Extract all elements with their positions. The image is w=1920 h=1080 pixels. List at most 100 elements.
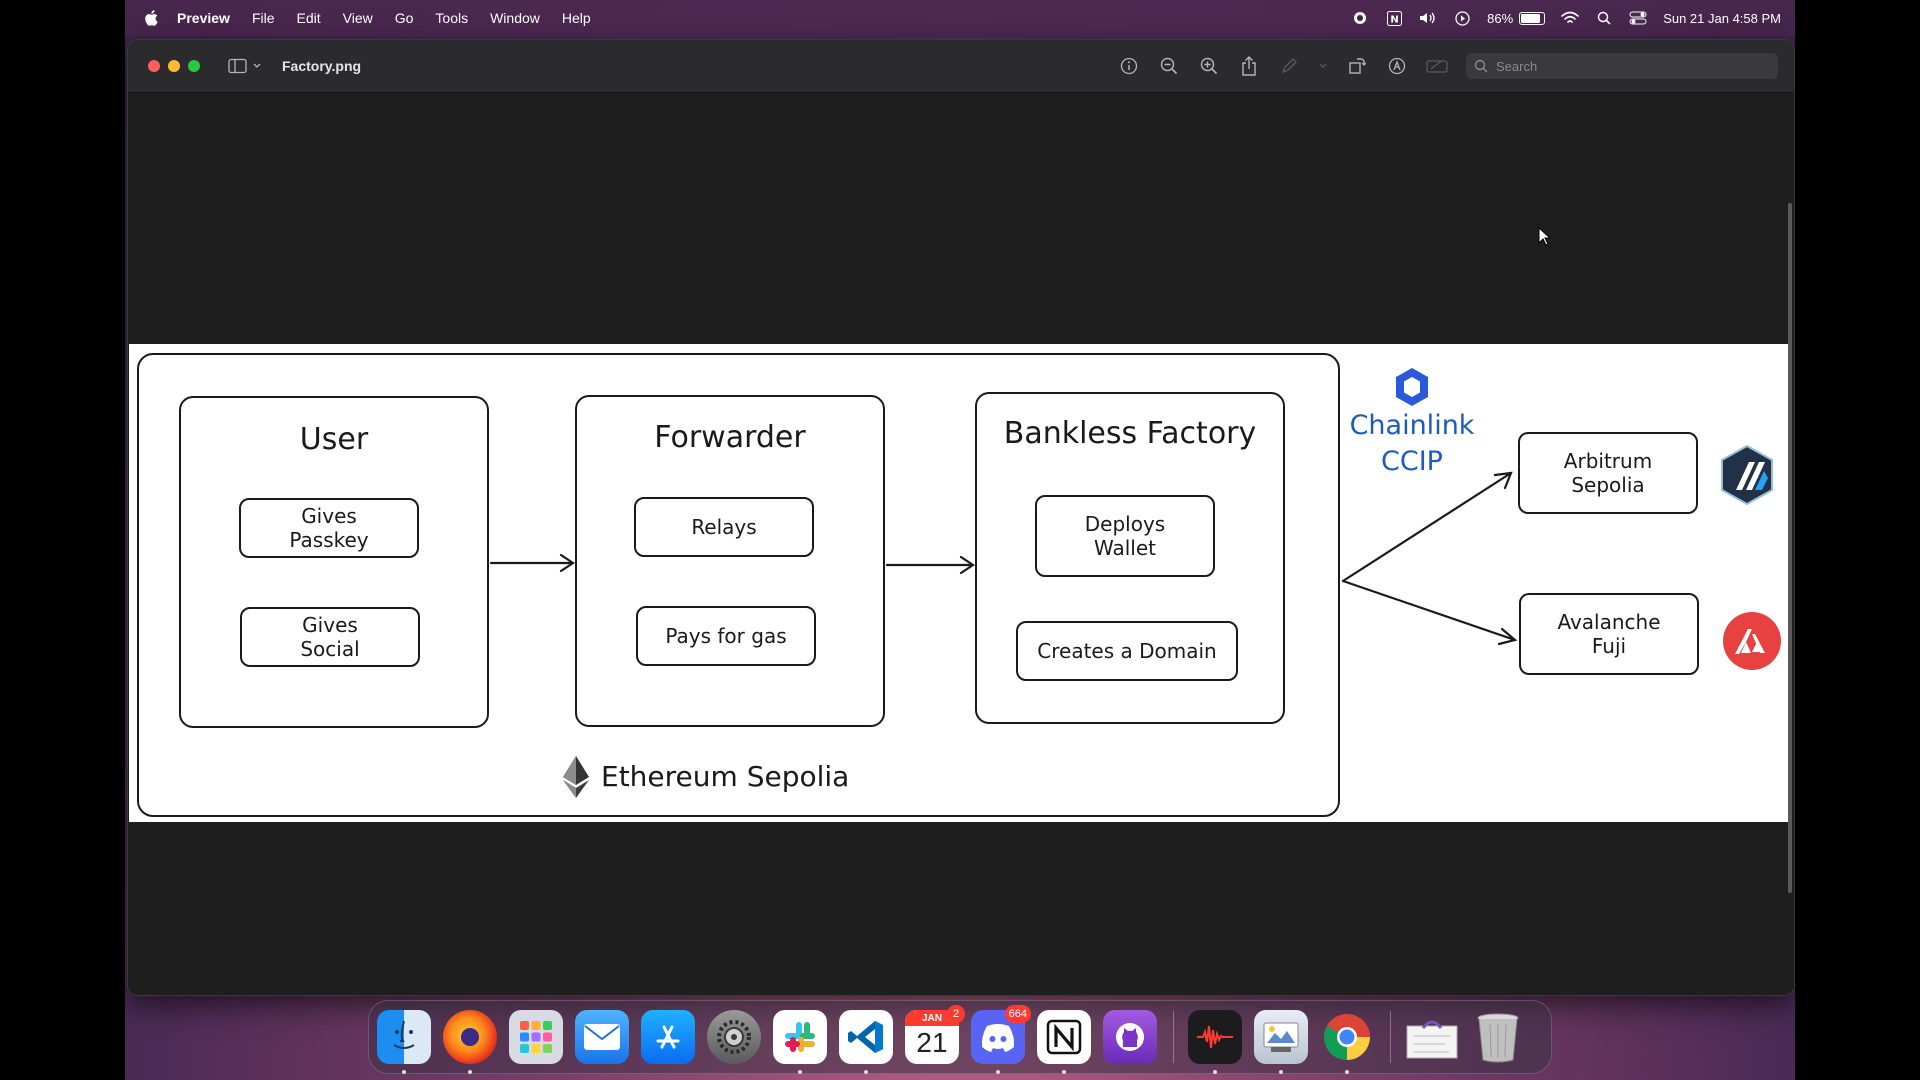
search-icon — [1474, 59, 1488, 73]
volume-icon[interactable] — [1419, 9, 1437, 27]
menu-tools[interactable]: Tools — [435, 10, 469, 26]
ccip-to-avalanche-arrow — [1341, 579, 1518, 646]
app-store-icon[interactable] — [641, 1010, 695, 1064]
dock: JAN 21 2 664 — [368, 1000, 1552, 1074]
discord-icon[interactable]: 664 — [971, 1005, 1031, 1074]
calendar-badge: 2 — [947, 1005, 965, 1023]
wifi-icon[interactable] — [1561, 9, 1579, 27]
running-indicator — [1345, 1070, 1349, 1074]
mail-icon[interactable] — [575, 1010, 629, 1064]
info-icon[interactable] — [1118, 55, 1140, 77]
downloads-stack-icon[interactable] — [1405, 1010, 1459, 1064]
pays-for-gas-box: Pays for gas — [636, 606, 816, 666]
running-indicator — [864, 1070, 868, 1074]
battery-level-fill — [1521, 13, 1540, 23]
menu-clock[interactable]: Sun 21 Jan 4:58 PM — [1663, 10, 1781, 26]
github-desktop-icon[interactable] — [1103, 1010, 1157, 1064]
chrome-icon[interactable] — [1320, 1010, 1374, 1074]
mouse-cursor-icon — [1538, 227, 1552, 246]
system-settings-icon[interactable] — [707, 1010, 761, 1064]
menu-window[interactable]: Window — [490, 10, 540, 26]
menu-help[interactable]: Help — [561, 10, 591, 26]
ethereum-sepolia-container — [137, 353, 1340, 817]
preview-toolbar — [1118, 40, 1778, 92]
avalanche-logo-icon — [1723, 612, 1781, 670]
creates-domain-box: Creates a Domain — [1016, 621, 1238, 681]
menu-app-name[interactable]: Preview — [177, 10, 230, 26]
menu-bar: Preview File Edit View Go Tools Window H… — [125, 0, 1795, 36]
ethereum-logo-icon — [563, 756, 589, 798]
gives-passkey-box: Gives Passkey — [239, 498, 419, 558]
chainlink-ccip-label: Chainlink CCIP — [1349, 410, 1475, 477]
play-status-icon[interactable] — [1453, 9, 1471, 27]
finder-icon[interactable] — [377, 1010, 431, 1074]
voice-memos-icon[interactable] — [1188, 1010, 1242, 1074]
battery-percent: 86% — [1487, 10, 1514, 26]
bankless-factory-box — [975, 392, 1285, 724]
menu-go[interactable]: Go — [394, 10, 414, 26]
close-window-button[interactable] — [148, 60, 160, 72]
battery-status[interactable]: 86% — [1487, 10, 1546, 26]
sidebar-toggle-button[interactable] — [228, 58, 262, 74]
user-to-forwarder-arrow — [489, 553, 575, 573]
running-indicator — [1213, 1070, 1217, 1074]
document-title: Factory.png — [282, 58, 362, 74]
menu-view[interactable]: View — [342, 10, 373, 26]
firefox-icon[interactable] — [443, 1010, 497, 1074]
arbitrum-sepolia-box: Arbitrum Sepolia — [1518, 432, 1698, 514]
diagram-image: User Gives Passkey Gives Social Forwarde… — [129, 344, 1790, 822]
slack-icon[interactable] — [773, 1010, 827, 1074]
menu-edit[interactable]: Edit — [296, 10, 321, 26]
zoom-window-button[interactable] — [188, 60, 200, 72]
running-indicator — [996, 1070, 1000, 1074]
apple-menu-icon[interactable] — [141, 7, 163, 29]
forwarder-title: Forwarder — [654, 420, 806, 455]
diagram-arrows — [489, 471, 1518, 646]
dock-separator — [1173, 1011, 1174, 1063]
running-indicator — [468, 1070, 472, 1074]
svg-text:N: N — [1390, 14, 1398, 25]
vertical-scrollbar[interactable] — [1788, 203, 1792, 893]
discord-badge: 664 — [1004, 1005, 1031, 1023]
forwarder-box — [575, 395, 885, 727]
deploys-wallet-box: Deploys Wallet — [1035, 495, 1215, 577]
control-center-icon[interactable] — [1629, 9, 1647, 27]
screen-record-icon[interactable] — [1351, 9, 1369, 27]
calendar-day: 21 — [916, 1027, 948, 1058]
chainlink-logo-icon — [1396, 368, 1428, 406]
search-field[interactable] — [1466, 53, 1778, 79]
image-viewer[interactable]: User Gives Passkey Gives Social Forwarde… — [128, 93, 1794, 995]
menu-file[interactable]: File — [251, 10, 275, 26]
preview-icon[interactable] — [1254, 1010, 1308, 1074]
calendar-icon[interactable]: JAN 21 2 — [905, 1005, 965, 1064]
ccip-to-arbitrum-arrow — [1341, 471, 1513, 583]
notion-menu-icon[interactable]: N — [1385, 9, 1403, 27]
highlight-pen-icon[interactable] — [1278, 55, 1300, 77]
vscode-icon[interactable] — [839, 1010, 893, 1074]
rotate-icon[interactable] — [1346, 55, 1368, 77]
arbitrum-logo-icon — [1721, 444, 1773, 506]
relays-box: Relays — [634, 497, 814, 557]
spotlight-search-icon[interactable] — [1595, 9, 1613, 27]
minimize-window-button[interactable] — [168, 60, 180, 72]
markup-icon[interactable] — [1386, 55, 1408, 77]
avalanche-fuji-box: Avalanche Fuji — [1519, 593, 1699, 675]
chevron-down-icon — [253, 63, 261, 68]
window-titlebar: Factory.png — [128, 40, 1794, 93]
share-icon[interactable] — [1238, 55, 1260, 77]
ethereum-sepolia-label: Ethereum Sepolia — [601, 760, 850, 793]
zoom-in-icon[interactable] — [1198, 55, 1220, 77]
calendar-month: JAN — [905, 1010, 959, 1026]
bankless-factory-title: Bankless Factory — [1003, 416, 1257, 451]
trash-icon[interactable] — [1471, 1010, 1525, 1064]
highlight-dropdown-chevron-icon[interactable] — [1318, 55, 1328, 77]
form-fill-icon[interactable] — [1426, 55, 1448, 77]
launchpad-icon[interactable] — [509, 1010, 563, 1064]
notion-icon[interactable] — [1037, 1010, 1091, 1074]
window-controls — [148, 60, 200, 72]
search-input[interactable] — [1494, 57, 1758, 75]
running-indicator — [798, 1070, 802, 1074]
zoom-out-icon[interactable] — [1158, 55, 1180, 77]
battery-icon — [1519, 11, 1546, 25]
gives-social-box: Gives Social — [240, 607, 420, 667]
